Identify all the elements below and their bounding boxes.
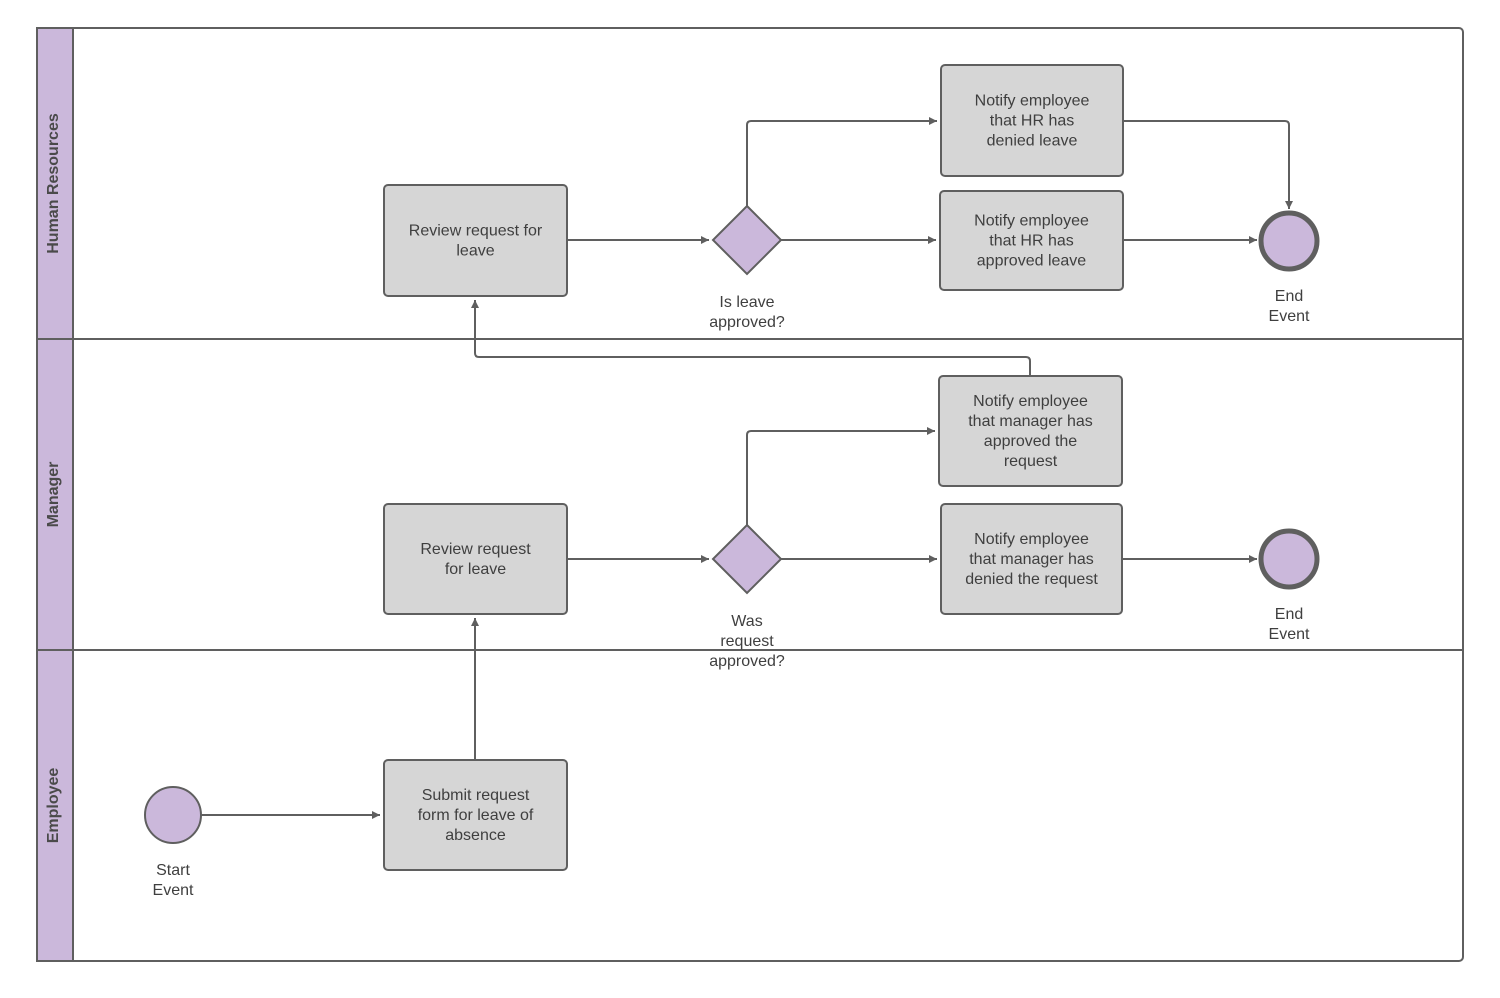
task-label-line: that manager has bbox=[968, 413, 1093, 430]
task-label: Notify employee that HR has approved leave bbox=[974, 213, 1089, 270]
start-event-label-line: Start bbox=[156, 862, 190, 879]
lane-label-hr: Human Resources bbox=[45, 113, 62, 254]
end-event-circle[interactable] bbox=[1258, 210, 1320, 272]
task-label-line: approved leave bbox=[977, 253, 1087, 270]
task-label: Submit request form for leave of absence bbox=[418, 787, 534, 844]
task-label-line: denied the request bbox=[965, 571, 1098, 588]
gateway-label-line: Was bbox=[731, 613, 762, 630]
task-box[interactable] bbox=[383, 184, 568, 297]
node-mgr-review[interactable]: Review request for leave bbox=[383, 503, 568, 615]
connector-arrow[interactable] bbox=[746, 427, 935, 525]
gateway-label: Is leave approved? bbox=[709, 294, 785, 331]
node-mgr-gateway[interactable]: Was request approved? bbox=[709, 523, 785, 670]
connector-arrow[interactable] bbox=[1123, 120, 1293, 209]
lane-label-employee: Employee bbox=[45, 768, 62, 844]
task-label-line: Submit request bbox=[422, 787, 530, 804]
task-label: Notify employee that manager has denied th… bbox=[965, 531, 1098, 588]
task-label-line: that HR has bbox=[989, 233, 1073, 250]
task-label-line: Notify employee bbox=[973, 393, 1088, 410]
node-hr-review[interactable]: Review request for leave bbox=[383, 184, 568, 297]
lane-label-manager: Manager bbox=[45, 462, 62, 528]
task-label-line: form for leave of bbox=[418, 807, 534, 824]
task-label-line: Review request bbox=[420, 541, 531, 558]
node-mgr-denied[interactable]: Notify employee that manager has denied th… bbox=[940, 503, 1123, 615]
task-label-line: request bbox=[1004, 453, 1058, 470]
task-label-line: denied leave bbox=[987, 133, 1078, 150]
task-label-line: Notify employee bbox=[974, 213, 1089, 230]
lane-header-hr bbox=[36, 27, 74, 340]
gateway-label-line: approved? bbox=[709, 314, 785, 331]
start-event-circle[interactable] bbox=[144, 786, 202, 844]
connector-arrow[interactable] bbox=[746, 117, 937, 206]
node-emp-submit[interactable]: Submit request form for leave of absence bbox=[383, 759, 568, 871]
connector-arrow[interactable] bbox=[471, 300, 1031, 376]
lane-employee: Employee bbox=[36, 649, 74, 962]
task-box[interactable] bbox=[383, 503, 568, 615]
gateway-label-line: Is leave bbox=[719, 294, 774, 311]
task-label: Review request for leave bbox=[409, 223, 543, 260]
node-mgr-approved[interactable]: Notify employee that manager has approved … bbox=[938, 375, 1123, 487]
task-label-line: Notify employee bbox=[975, 93, 1090, 110]
start-event-label-line: Event bbox=[153, 882, 194, 899]
task-box[interactable] bbox=[939, 190, 1124, 291]
task-label-line: absence bbox=[445, 827, 506, 844]
task-label-line: Review request for bbox=[409, 223, 543, 240]
task-label: Review request for leave bbox=[420, 541, 531, 578]
node-hr-denied[interactable]: Notify employee that HR has denied leave bbox=[940, 64, 1124, 177]
end-event-label-line: Event bbox=[1269, 626, 1310, 643]
lane-header-manager bbox=[36, 338, 74, 651]
task-box[interactable] bbox=[940, 64, 1124, 177]
task-label-line: for leave bbox=[445, 561, 506, 578]
task-box[interactable] bbox=[938, 375, 1123, 487]
pool-frame bbox=[36, 27, 1464, 962]
end-event-label-line: Event bbox=[1269, 308, 1310, 325]
task-label: Notify employee that manager has approved … bbox=[968, 393, 1093, 470]
lane-manager: Manager bbox=[36, 338, 74, 651]
lane-hr: Human Resources bbox=[36, 27, 74, 340]
gateway-label-line: approved? bbox=[709, 653, 785, 670]
end-event-label-line: End bbox=[1275, 288, 1303, 305]
gateway-diamond[interactable] bbox=[711, 204, 783, 276]
task-label: Notify employee that HR has denied leave bbox=[975, 93, 1090, 150]
flow-nodes: Review request for leave Is leave approved?… bbox=[144, 64, 1320, 899]
gateway-label-line: request bbox=[720, 633, 774, 650]
node-hr-approved[interactable]: Notify employee that HR has approved leave bbox=[939, 190, 1124, 291]
node-hr-gateway[interactable]: Is leave approved? bbox=[709, 204, 785, 331]
gateway-label: Was request approved? bbox=[709, 613, 785, 670]
task-label-line: that HR has bbox=[990, 113, 1074, 130]
task-label-line: that manager has bbox=[969, 551, 1094, 568]
task-box[interactable] bbox=[940, 503, 1123, 615]
connectors bbox=[201, 117, 1293, 819]
task-box[interactable] bbox=[383, 759, 568, 871]
task-label-line: approved the bbox=[984, 433, 1078, 450]
task-label-line: Notify employee bbox=[974, 531, 1089, 548]
end-event-label-line: End bbox=[1275, 606, 1303, 623]
task-label-line: leave bbox=[456, 243, 494, 260]
end-event-circle[interactable] bbox=[1258, 528, 1320, 590]
gateway-diamond[interactable] bbox=[711, 523, 783, 595]
